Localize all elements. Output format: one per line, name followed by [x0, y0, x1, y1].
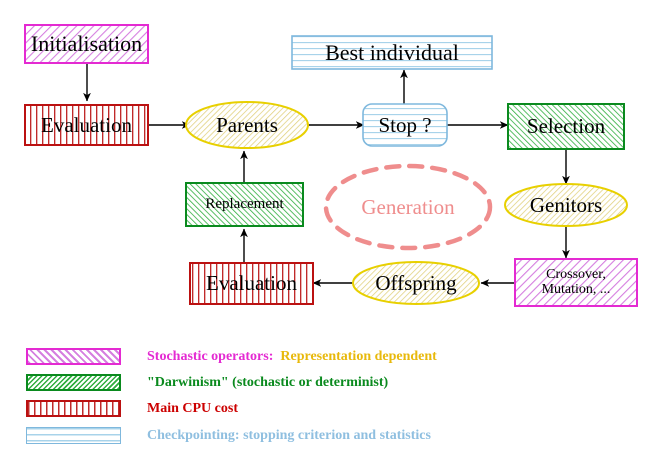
node-generation: [323, 163, 493, 251]
node-initialisation: [24, 24, 149, 64]
node-best-individual: [291, 35, 493, 70]
node-genitors: [504, 183, 628, 227]
legend-row-darwinism: "Darwinism" (stochastic or determinist): [26, 374, 388, 391]
legend-swatch-red-vertical-hatch: [26, 400, 121, 417]
edge-layer: [83, 63, 570, 287]
legend-row-checkpointing: Checkpointing: stopping criterion and st…: [26, 427, 431, 444]
node-selection: [507, 103, 625, 150]
node-stop: [362, 103, 448, 147]
legend-row-stochastic-operators: Stochastic operators: Representation dep…: [26, 348, 437, 365]
legend-label-stochastic-operators: Stochastic operators:: [147, 348, 274, 364]
legend-swatch-green-diagonal-hatch: [26, 374, 121, 391]
legend-row-main-cpu-cost: Main CPU cost: [26, 400, 238, 417]
node-replacement: [185, 182, 304, 227]
legend-label-darwinism: "Darwinism" (stochastic or determinist): [147, 374, 389, 390]
node-offspring: [352, 261, 480, 305]
legend-swatch-magenta-diagonal-hatch: [26, 348, 121, 365]
node-evaluation-top: [24, 104, 149, 146]
node-parents: [185, 101, 309, 149]
legend-label-representation-dependent: Representation dependent: [273, 348, 437, 364]
node-crossover: [514, 258, 638, 307]
legend-swatch-blue-horizontal-hatch: [26, 427, 121, 444]
legend-label-main-cpu-cost: Main CPU cost: [147, 400, 238, 416]
legend-label-checkpointing: Checkpointing: stopping criterion and st…: [147, 427, 431, 443]
node-evaluation-bottom: [189, 262, 314, 305]
